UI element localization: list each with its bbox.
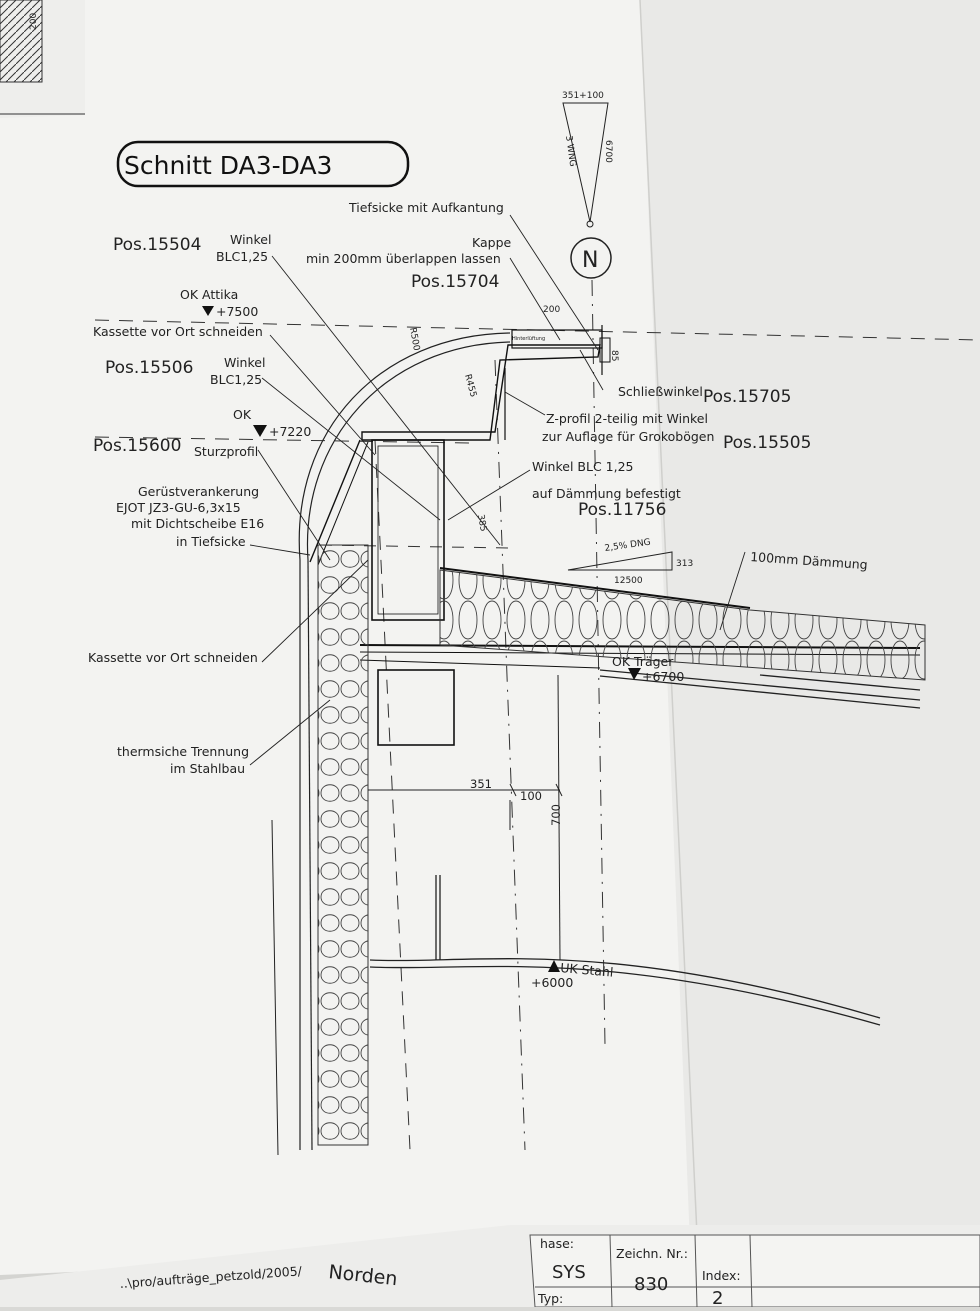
svg-text:6700: 6700	[603, 140, 613, 163]
leader-lines	[249, 214, 746, 766]
svg-text:mit Dichtscheibe E16: mit Dichtscheibe E16	[131, 516, 264, 531]
svg-text:Z-profil 2-teilig mit Winkel: Z-profil 2-teilig mit Winkel	[546, 411, 708, 426]
svg-text:+7220: +7220	[269, 424, 311, 439]
svg-text:Pos.15600: Pos.15600	[93, 436, 181, 456]
svg-text:Kassette vor Ort schneiden: Kassette vor Ort schneiden	[88, 650, 258, 665]
svg-text:in Tiefsicke: in Tiefsicke	[176, 534, 246, 549]
svg-text:OK: OK	[233, 407, 252, 422]
roof-insulation	[439, 569, 926, 681]
svg-text:Winkel: Winkel	[224, 355, 265, 370]
svg-text:im Stahlbau: im Stahlbau	[170, 761, 245, 776]
svg-text:Winkel BLC 1,25: Winkel BLC 1,25	[532, 459, 633, 474]
svg-text:12500: 12500	[614, 576, 643, 586]
svg-text:Schließwinkel: Schließwinkel	[618, 384, 703, 399]
svg-text:Pos.15506: Pos.15506	[105, 358, 193, 378]
corner-hatch-detail: 200	[0, 0, 85, 115]
dim-385: 385	[475, 514, 488, 533]
annotation-labels: Tiefsicke mit Aufkantung Kappe min 200mm…	[88, 200, 868, 990]
svg-text:830: 830	[634, 1274, 668, 1295]
dim-700: 700	[549, 804, 563, 826]
svg-text:thermsiche Trennung: thermsiche Trennung	[117, 744, 249, 759]
svg-text:hase:: hase:	[540, 1236, 574, 1251]
dim-85: 85	[609, 350, 619, 361]
svg-text:min 200mm überlappen lassen: min 200mm überlappen lassen	[306, 251, 501, 266]
svg-text:OK Attika: OK Attika	[180, 287, 238, 302]
svg-text:zur Auflage für Grokobögen: zur Auflage für Grokobögen	[542, 429, 714, 444]
dim-r500: R500	[407, 327, 421, 352]
svg-text:Zeichn. Nr.:: Zeichn. Nr.:	[616, 1246, 688, 1261]
dim-200: 200	[543, 305, 560, 315]
svg-text:Pos.11756: Pos.11756	[578, 500, 666, 520]
svg-text:Pos.15504: Pos.15504	[113, 235, 201, 255]
roof-membrane	[439, 567, 751, 609]
svg-text:BLC1,25: BLC1,25	[210, 372, 262, 387]
svg-text:SYS: SYS	[552, 1262, 586, 1283]
title-block: ..\pro/aufträge_petzold/2005/ Norden has…	[0, 1225, 980, 1309]
svg-text:Kappe: Kappe	[472, 235, 512, 250]
svg-text:Sturzprofil: Sturzprofil	[194, 444, 258, 459]
hinterlueftung-label: Hinterlüftung	[512, 336, 545, 342]
svg-text:Schnitt DA3-DA3: Schnitt DA3-DA3	[124, 151, 332, 180]
svg-text:351+100: 351+100	[562, 91, 604, 101]
svg-text:N: N	[582, 248, 598, 273]
svg-text:2: 2	[712, 1288, 723, 1307]
dim-351: 351	[470, 777, 492, 791]
svg-text:Index:: Index:	[702, 1268, 741, 1283]
north-arrow: 351+100 6700 3 WNG N	[562, 91, 613, 279]
svg-text:Tiefsicke mit Aufkantung: Tiefsicke mit Aufkantung	[348, 200, 504, 215]
svg-text:313: 313	[676, 559, 693, 569]
svg-text:EJOT JZ3-GU-6,3x15: EJOT JZ3-GU-6,3x15	[116, 500, 241, 515]
svg-text:Pos.15704: Pos.15704	[411, 272, 499, 292]
svg-text:Kassette vor Ort schneiden: Kassette vor Ort schneiden	[93, 324, 263, 339]
svg-text:UK Stahl: UK Stahl	[560, 960, 614, 980]
svg-text:+7500: +7500	[216, 304, 258, 319]
svg-text:Gerüstverankerung: Gerüstverankerung	[138, 484, 259, 499]
svg-text:OK Träger: OK Träger	[612, 654, 674, 669]
svg-text:Winkel: Winkel	[230, 232, 271, 247]
svg-text:Typ:: Typ:	[537, 1291, 563, 1306]
svg-text:Pos.15705: Pos.15705	[703, 387, 791, 407]
svg-text:200: 200	[29, 13, 39, 30]
dim-100: 100	[520, 789, 542, 803]
svg-text:3 WNG: 3 WNG	[563, 135, 577, 167]
svg-text:Pos.15505: Pos.15505	[723, 433, 811, 453]
svg-text:BLC1,25: BLC1,25	[216, 249, 268, 264]
facade-cladding	[271, 332, 511, 1156]
level-markers	[202, 306, 641, 972]
wall-insulation	[317, 544, 369, 1146]
section-title: Schnitt DA3-DA3	[116, 140, 410, 188]
svg-text:+6700: +6700	[642, 669, 684, 684]
svg-text:auf Dämmung befestigt: auf Dämmung befestigt	[532, 486, 681, 501]
svg-text:+6000: +6000	[531, 975, 573, 990]
dimension-lines	[368, 674, 563, 961]
